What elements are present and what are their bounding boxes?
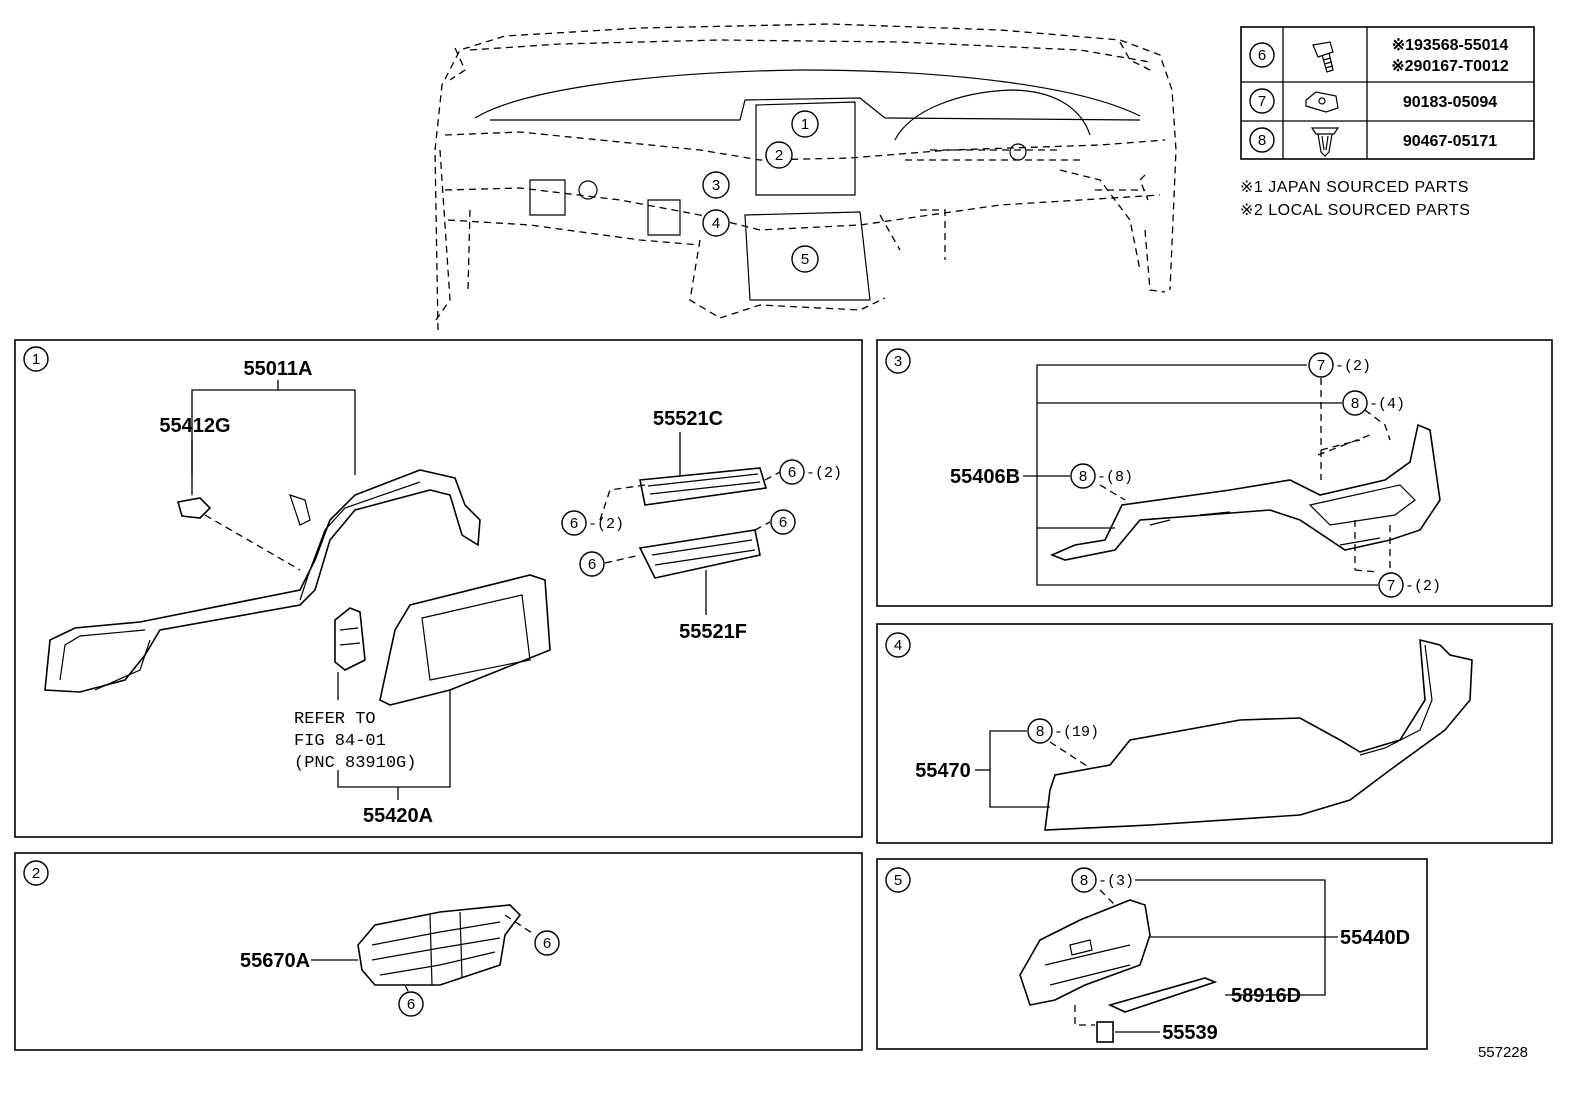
p3-callout-7-bottom: 7 [1387, 577, 1395, 594]
refer-line-2: FIG 84-01 [294, 732, 386, 751]
p1-qty-top-right: -(2) [806, 465, 842, 482]
p4-callout-8: 8 [1036, 723, 1044, 740]
refer-line-1: REFER TO [294, 710, 376, 729]
p3-callout-8-left: 8 [1079, 468, 1087, 485]
part-number-7: 90183-05094 [1403, 94, 1497, 111]
panel-2-number: 2 [32, 865, 40, 882]
part-number-6b: ※290167-T0012 [1391, 58, 1509, 75]
part-number-6a: ※193568-55014 [1392, 37, 1509, 54]
overview-callout-2: 2 [775, 147, 783, 164]
p1-callout-6-left: 6 [570, 515, 578, 532]
panel-1-number: 1 [32, 351, 40, 368]
part-55521C: 55521C [653, 408, 723, 430]
part-55539: 55539 [1162, 1022, 1218, 1044]
p1-callout-6-lower-left: 6 [588, 556, 596, 573]
p1-qty-left: -(2) [588, 516, 624, 533]
table-callout-8: 8 [1258, 132, 1266, 149]
p2-callout-6-right: 6 [543, 935, 551, 952]
diagram-id: 557228 [1478, 1044, 1528, 1061]
part-58916D: 58916D [1231, 985, 1301, 1007]
part-55406B: 55406B [950, 466, 1020, 488]
clip-nut-icon [1305, 91, 1339, 113]
part-55420A: 55420A [363, 805, 433, 827]
refer-line-3: (PNC 83910G) [294, 754, 416, 773]
panel-3: 3 7 -(2) 8 -(4) 8 -(8) 55406B 7 -(2) [876, 339, 1553, 607]
overview-callouts: 1 2 3 4 5 [702, 110, 819, 273]
p5-callout-8: 8 [1080, 872, 1088, 889]
part-number-8: 90467-05171 [1403, 133, 1497, 150]
p3-qty-7-top: -(2) [1335, 358, 1371, 375]
panel-4-number: 4 [894, 637, 902, 654]
p1-callout-6-top-right: 6 [788, 464, 796, 481]
p3-qty-7-bottom: -(2) [1405, 578, 1441, 595]
note-japan-sourced: ※1 JAPAN SOURCED PARTS [1240, 179, 1469, 196]
panel-4: 4 55470 8 -(19) [876, 623, 1553, 844]
overview-callout-5: 5 [801, 251, 809, 268]
overview-callout-3: 3 [712, 177, 720, 194]
push-clip-icon [1310, 127, 1340, 157]
part-55412G: 55412G [159, 415, 230, 437]
panel-1: 1 55011A 55412G 55521C 6 -(2) 6 -(2) 6 [14, 339, 863, 838]
panel-5: 5 8 -(3) 55440D 58916D 55539 [876, 858, 1428, 1050]
p3-qty-8-top: -(4) [1369, 396, 1405, 413]
part-55521F: 55521F [679, 621, 747, 643]
overview-callout-4: 4 [712, 215, 720, 232]
part-55470: 55470 [915, 760, 971, 782]
table-callout-7: 7 [1258, 93, 1266, 110]
part-55440D: 55440D [1340, 927, 1410, 949]
overview-callout-1: 1 [801, 116, 809, 133]
p5-qty-8: -(3) [1098, 873, 1134, 890]
p3-callout-8-top: 8 [1351, 395, 1359, 412]
part-55670A: 55670A [240, 950, 310, 972]
panel-5-number: 5 [894, 872, 902, 889]
p1-callout-6-right: 6 [779, 514, 787, 531]
panel-3-number: 3 [894, 353, 902, 370]
table-callout-6: 6 [1258, 47, 1266, 64]
p3-qty-8-left: -(8) [1097, 469, 1133, 486]
dashboard-overview [434, 23, 1177, 331]
fastener-table: 6 7 8 ※193568-55014 ※290167-T0012 90183-… [1240, 26, 1535, 160]
note-local-sourced: ※2 LOCAL SOURCED PARTS [1240, 202, 1470, 219]
panel-2: 2 6 6 55670A [14, 852, 863, 1051]
part-55011A: 55011A [244, 358, 313, 380]
p3-callout-7-top: 7 [1317, 357, 1325, 374]
p4-qty-8: -(19) [1054, 724, 1099, 741]
screw-icon [1312, 41, 1334, 73]
p2-callout-6-bottom: 6 [407, 996, 415, 1013]
